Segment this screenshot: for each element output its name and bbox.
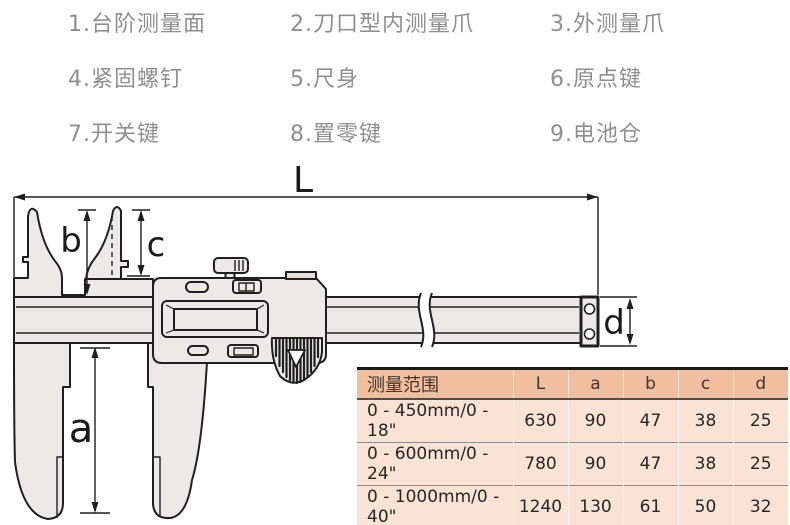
dim-label-a: a [69, 406, 94, 452]
dim-label-L: L [293, 160, 313, 201]
dim-label-c: c [147, 225, 166, 265]
spec-table-cell: 0 - 600mm/0 - 24" [357, 442, 513, 486]
spec-table-cell: 130 [567, 485, 623, 525]
spec-table-cell: 90 [567, 398, 623, 443]
lcd-display [161, 300, 269, 338]
legend-item: 8.置零键 [290, 122, 382, 147]
spec-table-header-cell: L [512, 368, 568, 400]
table-row: 0 - 600mm/0 - 24" 780 90 47 38 25 [357, 442, 788, 486]
spec-table-header-cell: c [677, 368, 733, 400]
upper-jaws [13, 206, 154, 298]
spec-table-cell: 25 [732, 398, 788, 443]
dim-label-d: d [603, 303, 625, 343]
dimension-lines: L b c a d [13, 160, 637, 514]
table-row: 0 - 1000mm/0 - 40" 1240 130 61 50 32 [357, 485, 788, 525]
beam-break [417, 292, 436, 348]
dim-label-b: b [60, 221, 82, 261]
legend-item: 4.紧固螺钉 [68, 67, 183, 92]
table-row: 0 - 450mm/0 - 18" 630 90 47 38 25 [357, 398, 788, 443]
spec-table-cell: 0 - 450mm/0 - 18" [357, 398, 513, 443]
spec-table-cell: 0 - 1000mm/0 - 40" [357, 485, 513, 525]
battery-cover [285, 271, 317, 280]
spec-table-cell: 47 [622, 442, 678, 486]
moving-lower-jaw [147, 342, 209, 520]
beam-end-piece [579, 295, 600, 348]
legend-item: 9.电池仓 [550, 122, 642, 147]
spec-table-cell: 61 [622, 485, 678, 525]
spec-table-cell: 47 [622, 398, 678, 443]
spec-table-cell: 1240 [512, 485, 568, 525]
moving-upper-jaw [85, 206, 129, 280]
spec-table-cell: 32 [732, 485, 788, 525]
spec-table-cell: 630 [512, 398, 568, 443]
parts-legend: 1.台阶测量面 2.刀口型内测量爪 3.外测量爪 4.紧固螺钉 5.尺身 6.原… [68, 6, 768, 171]
spec-table-header-cell: 测量范围 [357, 368, 513, 400]
legend-item: 1.台阶测量面 [68, 12, 206, 37]
legend-item: 5.尺身 [290, 67, 359, 92]
legend-item: 2.刀口型内测量爪 [290, 12, 474, 37]
power-button [187, 345, 209, 356]
table-header-row: 测量范围 L a b c d [357, 368, 788, 400]
thumb-grip [270, 337, 323, 385]
outside-jaws [13, 342, 209, 520]
spec-table-cell: 90 [567, 442, 623, 486]
legend-item: 6.原点键 [550, 67, 642, 92]
spec-table-header-cell: a [567, 368, 623, 400]
spec-table: 测量范围 L a b c d 0 - 450mm/0 - 18" 630 90 … [357, 367, 788, 525]
spec-table-cell: 50 [677, 485, 733, 525]
spec-table-cell: 38 [677, 442, 733, 486]
spec-table-header-cell: b [622, 368, 678, 400]
spec-table-cell: 25 [732, 442, 788, 486]
spec-table-cell: 38 [677, 398, 733, 443]
spec-table-cell: 780 [512, 442, 568, 486]
mm-inch-switch [232, 279, 262, 294]
spec-table-header-cell: d [732, 368, 788, 400]
legend-item: 7.开关键 [68, 122, 160, 147]
lock-screw [213, 257, 249, 280]
fixed-upper-jaw [13, 207, 154, 298]
fixed-lower-jaw [13, 342, 71, 520]
zero-button [227, 344, 259, 358]
display-unit [152, 257, 327, 385]
legend-item: 3.外测量爪 [550, 12, 665, 37]
origin-button [185, 281, 209, 293]
